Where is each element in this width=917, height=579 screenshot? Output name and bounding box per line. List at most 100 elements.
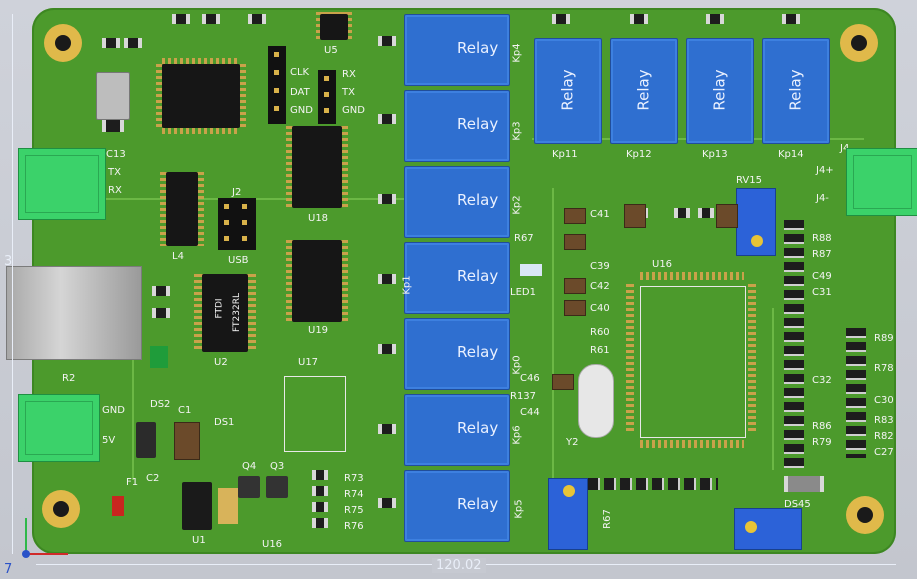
ds2-diode [136,422,156,458]
label-led1: LED1 [510,287,536,298]
label-q3: Q3 [270,461,285,472]
label-kp11: Kp11 [552,149,578,160]
label-r87: R87 [812,249,832,260]
relay-kp14: Relay [762,38,830,144]
mcu-pins-left [156,64,162,128]
label-c32: C32 [812,375,832,386]
label-kp0: Kp0 [511,355,523,375]
label-r67: R67 [514,233,534,244]
label-gnd-prog: GND [290,105,313,116]
q3-transistor [266,476,288,498]
label-c27: C27 [874,447,894,458]
label-u2: U2 [214,357,228,368]
resistor-r74 [312,486,328,496]
u1-tab [218,488,238,524]
label-rx-uart: RX [342,69,356,80]
relay-label: Relay [457,419,499,437]
mounting-hole-top-left [44,24,82,62]
relay-k6: Relay [404,394,510,466]
led-ds45 [784,476,824,492]
resistor-r75 [312,502,328,512]
led1 [520,264,542,276]
trace [552,188,554,510]
label-f1: F1 [126,477,139,488]
label-y2: Y2 [566,437,579,448]
smd-part [152,286,170,296]
smd-part [698,208,714,218]
ftdi-chip: FTDI FT232RL [202,274,248,352]
qfp-pins-right [748,284,756,434]
label-l4: L4 [172,251,184,262]
terminal-block-right [846,148,917,216]
resistor-r73 [312,470,328,480]
label-u1: U1 [192,535,206,546]
potentiometer-rv15 [736,188,776,256]
label-r73: R73 [344,473,364,484]
relay-k2: Relay [404,90,510,162]
smd-part [378,274,396,284]
smd-part [378,36,396,46]
relay-kp12: Relay [610,38,678,144]
label-r88: R88 [812,233,832,244]
dimension-left: 3 [4,254,13,269]
cap-c41 [564,208,586,224]
label-kp14: Kp14 [778,149,804,160]
terminal-block-left-top [18,148,106,220]
label-clk: CLK [290,67,310,78]
label-kp12: Kp12 [626,149,652,160]
relay-label: Relay [457,191,499,209]
label-r60: R60 [590,327,610,338]
crystal-oscillator [96,72,130,120]
label-r86: R86 [812,421,832,432]
relay-k4: Relay [404,242,510,314]
c1-capacitor [174,422,200,460]
relay-label: Relay [710,69,729,111]
terminal-block-left-bottom [18,394,100,462]
label-tx: TX [108,167,121,178]
cap-large [624,204,646,228]
label-q4: Q4 [242,461,257,472]
resistor-row-bottom [588,478,718,490]
label-gnd-uart: GND [342,105,365,116]
u1-regulator [182,482,212,530]
label-j2: J2 [232,187,242,198]
label-c42: C42 [590,281,610,292]
u17-outline [284,376,346,452]
label-u17: U17 [298,357,319,368]
relay-kp13: Relay [686,38,754,144]
smd-part [248,14,266,24]
label-ds2: DS2 [150,399,171,410]
mcu-pins-top [162,58,240,64]
smd-part [378,424,396,434]
smd-part [552,14,570,24]
smd-part [172,14,190,24]
label-kp4: Kp4 [511,43,523,63]
label-r74: R74 [344,489,364,500]
label-u19: U19 [308,325,329,336]
dimension-line-left [12,14,13,554]
smd-part [202,14,220,24]
smd-part [102,120,124,132]
label-c44: C44 [520,407,540,418]
relay-label: Relay [457,267,499,285]
label-r79: R79 [812,437,832,448]
label-r76: R76 [344,521,364,532]
led-green [150,346,168,368]
label-r82: R82 [874,431,894,442]
relay-label: Relay [457,343,499,361]
resistor-column-far-right [846,328,866,458]
relay-k5: Relay [404,318,510,390]
u5-chip [320,14,348,40]
qfp-outline [640,286,746,438]
label-j4: J4 [840,143,850,154]
label-c46: C46 [520,373,540,384]
mcu-pins-bottom [162,128,240,134]
mounting-hole-bottom-left [42,490,80,528]
qfp-pins-bottom [640,440,744,448]
axis-gizmo-icon [22,518,68,558]
label-r89: R89 [874,333,894,344]
label-tx-uart: TX [342,87,355,98]
fuse-red [112,496,124,516]
label-c2: C2 [146,473,160,484]
label-5v: 5V [102,435,116,446]
